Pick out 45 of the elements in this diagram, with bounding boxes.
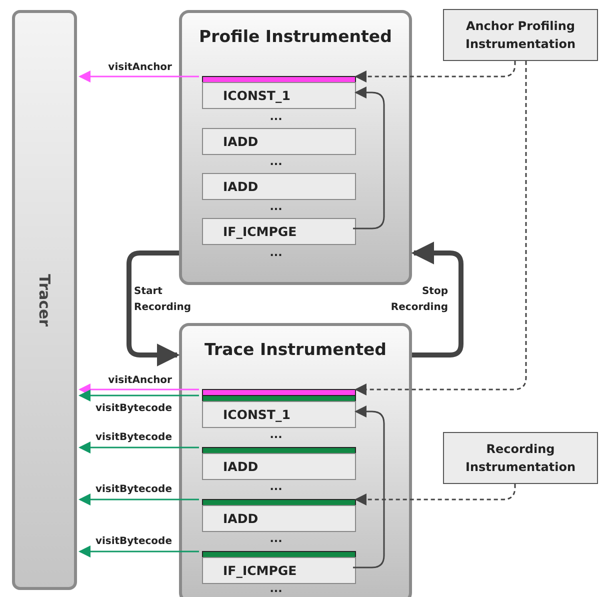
ellipsis-text: ... bbox=[268, 430, 284, 440]
instruction-box: IADD bbox=[202, 128, 356, 155]
edge-label: Stop Recording bbox=[390, 285, 448, 315]
arrow bbox=[78, 70, 199, 82]
thick-arrow bbox=[411, 242, 464, 358]
process-box: Anchor Profiling Instrumentation bbox=[443, 9, 598, 61]
ellipsis-text: ... bbox=[268, 482, 284, 492]
edge-label: visitAnchor bbox=[108, 375, 172, 387]
thick-arrow bbox=[126, 250, 180, 366]
edge-label: Start Recording bbox=[134, 285, 192, 315]
edge-label: visitBytecode bbox=[95, 432, 172, 444]
instruction-box: IF_ICMPGE bbox=[202, 557, 356, 584]
dashed-arrow bbox=[354, 61, 516, 82]
edge-label: visitAnchor bbox=[108, 62, 172, 74]
ellipsis-text: ... bbox=[268, 157, 284, 167]
ellipsis-text: ... bbox=[268, 534, 284, 544]
arrow bbox=[353, 406, 385, 568]
tracer-panel bbox=[12, 10, 77, 590]
instruction-box: IADD bbox=[202, 173, 356, 200]
group-title: Profile Instrumented bbox=[199, 27, 392, 46]
arrow bbox=[78, 546, 199, 558]
group-title: Trace Instrumented bbox=[204, 340, 386, 359]
dashed-arrow bbox=[354, 484, 516, 506]
ellipsis-text: ... bbox=[268, 584, 284, 594]
edge-label: visitBytecode bbox=[95, 403, 172, 415]
arrow bbox=[78, 390, 199, 402]
process-box: Recording Instrumentation bbox=[443, 432, 598, 484]
arrow bbox=[353, 86, 385, 230]
ellipsis-text: ... bbox=[268, 112, 284, 122]
ellipsis-text: ... bbox=[268, 248, 284, 258]
ellipsis-text: ... bbox=[268, 202, 284, 212]
arrow bbox=[78, 384, 199, 396]
instruction-box: ICONST_1 bbox=[202, 82, 356, 109]
instruction-box: IF_ICMPGE bbox=[202, 218, 356, 245]
instruction-box: IADD bbox=[202, 453, 356, 480]
instruction-box: ICONST_1 bbox=[202, 401, 356, 428]
dashed-arrow bbox=[354, 61, 527, 396]
edge-label: visitBytecode bbox=[95, 536, 172, 548]
group-panel bbox=[179, 10, 412, 285]
instruction-box: IADD bbox=[202, 505, 356, 532]
arrow bbox=[78, 442, 199, 454]
arrow bbox=[78, 494, 199, 506]
vertical-label: Tracer bbox=[36, 274, 54, 326]
edge-label: visitBytecode bbox=[95, 484, 172, 496]
group-panel bbox=[179, 323, 412, 597]
